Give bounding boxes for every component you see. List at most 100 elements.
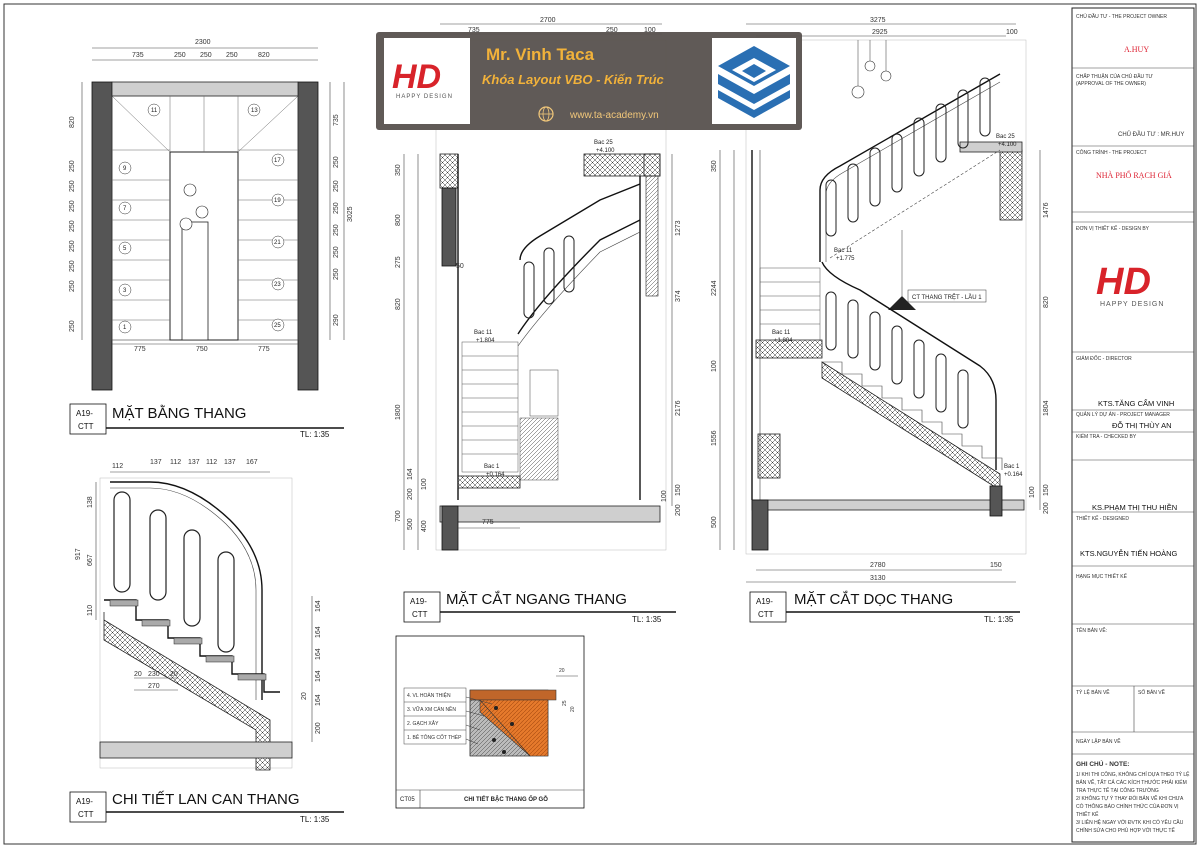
long-dim-top-2: 100 — [1006, 29, 1018, 36]
cross-dim-left-4: 1800 — [395, 404, 402, 420]
cross-dim-top-2: 250 — [606, 27, 618, 34]
long-dim-right-4: 100 — [1029, 486, 1036, 498]
cross-code-line1: A19- — [410, 597, 427, 606]
detail-layer-1: 3. VỮA XM CÁN NỀN — [407, 706, 456, 713]
rail-dim-top-0: 112 — [112, 463, 123, 470]
rail-dim-bottom-3: 270 — [148, 683, 160, 690]
tb-item-label: HẠNG MỤC THIẾT KẾ — [1076, 573, 1128, 580]
cross-dim-left-0: 350 — [395, 164, 402, 176]
detail-dim-1: 25 — [562, 700, 568, 706]
plan-step-right-0: 17 — [274, 158, 281, 164]
rail-dim-top-6: 167 — [246, 459, 258, 466]
plan-step-left-2: 5 — [123, 246, 127, 252]
cross-dim-top-0: 2700 — [540, 17, 556, 24]
rail-dim-left-1: 917 — [75, 548, 82, 560]
long-dim-bottom-0: 2780 — [870, 562, 886, 569]
cross-dim-mid: 50 — [456, 263, 464, 270]
tb-note-7: CHỈNH SỬA CHO PHÙ HỢP VỚI THỰC TẾ — [1076, 827, 1175, 834]
rail-dim-right-3: 164 — [315, 670, 322, 682]
plan-dim-top-2: 250 — [174, 52, 186, 59]
cross-dim-top-3: 100 — [644, 27, 656, 34]
tb-note-2: TRA THỰC TẾ TẠI CÔNG TRƯỜNG — [1076, 787, 1159, 794]
long-level-bot-label: Bac 1 — [1004, 464, 1020, 470]
cross-dim-left-9: 500 — [407, 518, 414, 530]
tb-logo-sub: HAPPY DESIGN — [1100, 301, 1164, 308]
tb-pm-value: ĐỖ THỊ THÙY AN — [1112, 421, 1172, 430]
banner-course: Khóa Layout VBO - Kiến Trúc — [482, 72, 665, 87]
plan-step-top-left: 11 — [151, 108, 158, 114]
cross-dim-left-5: 200 — [407, 488, 414, 500]
rail-dim-left-2: 667 — [87, 554, 94, 566]
rail-dim-right-0: 164 — [315, 600, 322, 612]
plan-step-left-1: 7 — [123, 206, 127, 212]
rail-dim-right-6: 200 — [315, 722, 322, 734]
detail-dim-0: 20 — [559, 668, 565, 674]
cross-level-bot-label: Bac 1 — [484, 464, 500, 470]
plan-step-left-4: 1 — [123, 325, 127, 331]
rail-dim-left-0: 138 — [87, 496, 94, 508]
title-block: CHỦ ĐẦU TƯ - THE PROJECT OWNER A.HUY CHẤ… — [1071, 7, 1195, 843]
tb-check-label: KIỂM TRA - CHECKED BY — [1076, 433, 1137, 440]
cross-level-mid-label: Bac 11 — [474, 330, 493, 336]
rail-code-line1: A19- — [76, 797, 93, 806]
cross-dim-left-8: 700 — [395, 510, 402, 522]
plan-dim-left-3: 250 — [69, 200, 76, 212]
plan-dim-left-7: 250 — [69, 280, 76, 292]
plan-dim-bottom-0: 775 — [134, 346, 146, 353]
plan-code-line2: CTT — [78, 422, 94, 431]
long-callout: CT THANG TRỆT - LẦU 1 — [912, 293, 982, 301]
rail-dim-right-1: 164 — [315, 626, 322, 638]
rail-dim-right-4: 164 — [315, 694, 322, 706]
tb-scale-label: TỶ LỆ BẢN VẼ — [1076, 688, 1110, 696]
plan-step-right-2: 21 — [274, 240, 281, 246]
cross-title: MẶT CẮT NGANG THANG — [446, 590, 627, 608]
tb-designed-value: KTS.NGUYỄN TIẾN HOÀNG — [1080, 548, 1178, 558]
rail-dim-right-2: 164 — [315, 648, 322, 660]
cross-dim-right-3: 150 — [675, 484, 682, 496]
long-code-line2: CTT — [758, 610, 774, 619]
banner-url: www.ta-academy.vn — [569, 110, 659, 121]
cross-dim-top-1: 735 — [468, 27, 480, 34]
plan-step-right-4: 25 — [274, 323, 281, 329]
tb-date-label: NGÀY LẬP BẢN VẼ — [1076, 738, 1121, 745]
cross-dim-left-3: 820 — [395, 298, 402, 310]
cross-section-view: 2700 735 250 100 — [395, 17, 682, 624]
plan-dim-left-2: 250 — [69, 180, 76, 192]
rail-dim-bottom-1: 230 — [148, 671, 160, 678]
plan-dim-right-3: 250 — [333, 202, 340, 214]
plan-dim-top-4: 250 — [226, 52, 238, 59]
long-section-view: 3275 2925 100 — [711, 17, 1050, 624]
rail-title: CHI TIẾT LAN CAN THANG — [112, 791, 300, 808]
long-level-top-label: Bac 25 — [996, 134, 1015, 140]
tb-note-6: 3/ LIÊN HỆ NGAY VỚI ĐVTK KHI CÓ YÊU CẦU — [1076, 818, 1184, 826]
cross-dim-right-1: 374 — [675, 290, 682, 302]
plan-dim-right-total: 3025 — [347, 206, 354, 222]
plan-dim-bottom-1: 750 — [196, 346, 208, 353]
long-dim-right-0: 1476 — [1043, 202, 1050, 218]
tb-owner-label: CHỦ ĐẦU TƯ - THE PROJECT OWNER — [1076, 13, 1167, 20]
detail-dim-2: 20 — [570, 706, 576, 712]
cross-dim-right-0: 1273 — [675, 220, 682, 236]
long-dim-right-2: 1804 — [1043, 400, 1050, 416]
plan-scale: TL: 1:35 — [300, 430, 330, 439]
long-dim-bottom-1: 150 — [990, 562, 1002, 569]
cross-dim-left-7: 100 — [421, 478, 428, 490]
tb-logo-mark: HD — [1096, 261, 1151, 303]
tb-project-value: NHÀ PHỐ RẠCH GIÁ — [1096, 170, 1172, 180]
rail-dim-right-5: 20 — [301, 692, 308, 700]
step-finish-detail: CT05 CHI TIẾT BẬC THANG ỐP GỖ 4. VL HOÀN… — [395, 635, 585, 809]
detail-title: CHI TIẾT BẬC THANG ỐP GỖ — [464, 796, 548, 803]
course-banner: HD HAPPY DESIGN Mr. Vinh Taca Khóa Layou… — [376, 32, 802, 130]
plan-code-line1: A19- — [76, 409, 93, 418]
cross-level-top-label: Bac 25 — [594, 140, 613, 146]
plan-dim-right-1: 250 — [333, 156, 340, 168]
plan-dim-top-3: 250 — [200, 52, 212, 59]
cross-dim-left-10: 400 — [421, 520, 428, 532]
plan-title: MẶT BẰNG THANG — [112, 404, 246, 422]
long-dim-top-1: 2925 — [872, 29, 888, 36]
rail-code-line2: CTT — [78, 810, 94, 819]
long-dim-left-3: 1556 — [711, 430, 718, 446]
stair-plan-view: 2300 735 250 250 250 820 — [69, 39, 354, 439]
tb-sheet-name-label: TÊN BẢN VẼ: — [1076, 626, 1107, 634]
